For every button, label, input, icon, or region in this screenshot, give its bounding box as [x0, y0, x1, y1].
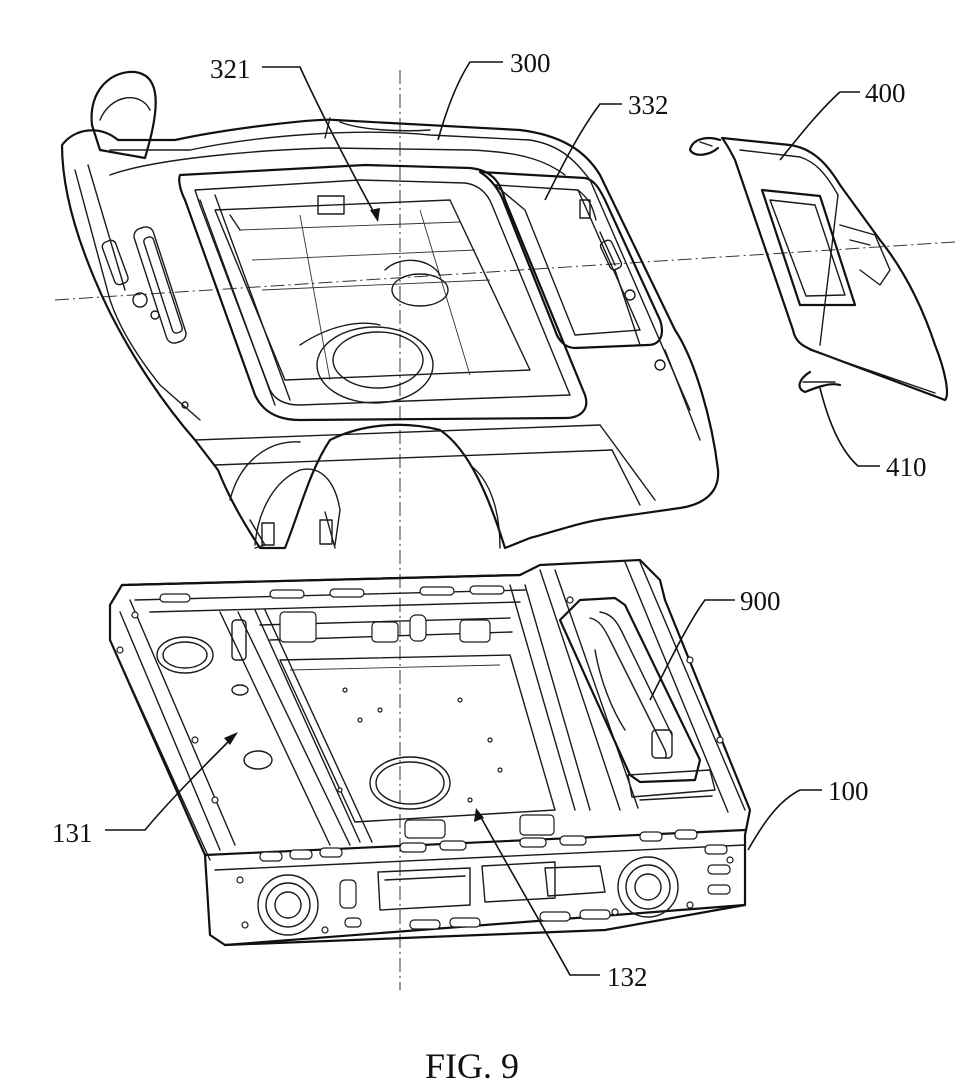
- label-131: 131: [52, 818, 93, 848]
- leader-lines: [105, 62, 880, 975]
- label-132: 132: [607, 962, 648, 992]
- figure-caption: FIG. 9: [425, 1046, 519, 1083]
- top-slots: [160, 586, 554, 838]
- label-300: 300: [510, 48, 551, 78]
- label-410: 410: [886, 452, 927, 482]
- screw-holes: [117, 597, 733, 933]
- base-frame-part: [110, 560, 750, 945]
- label-321: 321: [210, 54, 251, 84]
- label-332: 332: [628, 90, 669, 120]
- reference-labels: 321 300 332 400 410 900 100 131 132: [52, 48, 927, 992]
- label-100: 100: [828, 776, 869, 806]
- side-door-part: [690, 138, 947, 400]
- label-400: 400: [865, 78, 906, 108]
- label-900: 900: [740, 586, 781, 616]
- upper-cover-part: [62, 72, 718, 548]
- center-lines: [55, 70, 955, 990]
